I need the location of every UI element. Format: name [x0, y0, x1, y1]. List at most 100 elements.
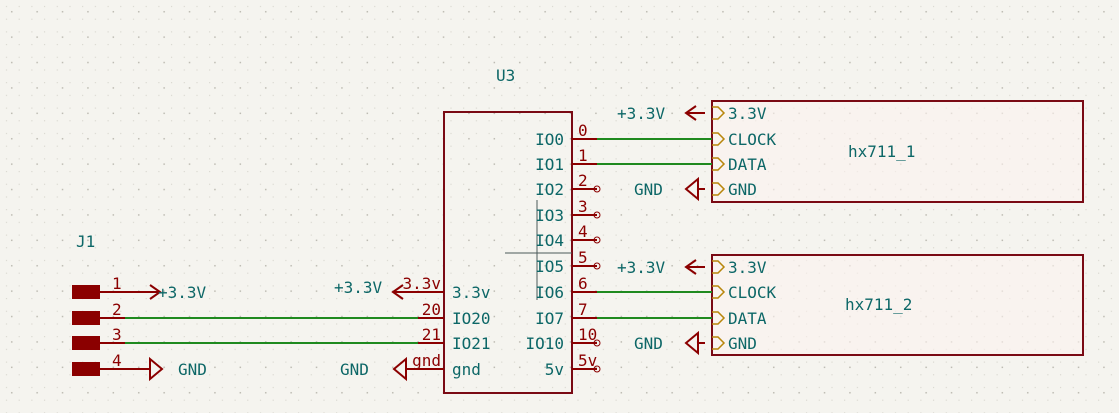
u3-pin-3.3v[interactable]: 3.3v 3.3v: [393, 274, 491, 302]
sheet-pin-icon: [712, 157, 726, 171]
sheet-hx711-1[interactable]: hx711_1: [711, 100, 1084, 203]
pin-name: 3.3v: [452, 283, 491, 302]
power-gnd-j1[interactable]: GND: [125, 356, 207, 382]
sheet-pin-label: 3.3V: [728, 104, 767, 123]
j1-pin-3[interactable]: 3: [72, 325, 125, 350]
pin-number: 21: [422, 325, 441, 344]
vcc-arrow-icon: [149, 284, 162, 300]
pin-name: IO20: [452, 309, 491, 328]
sheet-pin-label: CLOCK: [728, 130, 777, 149]
wires: [125, 138, 712, 344]
pin-number: 2: [578, 171, 588, 190]
sheet-hx711-2[interactable]: hx711_2: [711, 254, 1084, 356]
pin-name: IO3: [535, 206, 564, 225]
pin-pad[interactable]: [72, 336, 100, 350]
pin-number: 2: [112, 300, 122, 319]
u3-pin-io5[interactable]: 5 IO5: [535, 248, 601, 276]
sheet2-pin-3.3v[interactable]: 3.3V: [712, 258, 767, 277]
net-label: +3.3V: [617, 104, 666, 123]
sheet2-pin-gnd[interactable]: GND: [712, 334, 757, 353]
sheet1-pin-clock[interactable]: CLOCK: [712, 130, 777, 149]
power-gnd-u3[interactable]: GND: [340, 356, 407, 382]
gnd-icon: [392, 356, 407, 382]
pin-name: IO0: [535, 130, 564, 149]
gnd-icon: [149, 356, 164, 382]
pin-number: 20: [422, 300, 441, 319]
sheet-pin-icon: [712, 182, 726, 196]
pin-number: 0: [578, 121, 588, 140]
sheet-pins: 3.3V CLOCK DATA GND 3.3V CLOCK DATA GND: [712, 104, 777, 353]
vcc-arrow-icon: [391, 284, 404, 300]
sheet-pin-label: GND: [728, 334, 757, 353]
power-gnd-sheet2[interactable]: GND: [634, 330, 705, 356]
pin-name: IO7: [535, 309, 564, 328]
power-vcc-sheet1[interactable]: +3.3V: [617, 104, 705, 123]
symbol-j1[interactable]: J1: [76, 232, 95, 251]
sheet-pin-label: DATA: [728, 309, 767, 328]
pin-name: IO4: [535, 231, 564, 250]
j1-reference: J1: [76, 232, 95, 251]
net-label: GND: [634, 180, 663, 199]
gnd-icon: [684, 176, 699, 202]
net-label: +3.3V: [334, 278, 383, 297]
sheet-pin-label: 3.3V: [728, 258, 767, 277]
sheet2-pin-data[interactable]: DATA: [712, 309, 767, 328]
power-gnd-sheet1[interactable]: GND: [634, 176, 705, 202]
pin-number: 3.3v: [402, 274, 441, 293]
unconnected-pin-icon: [593, 262, 601, 270]
net-label: GND: [634, 334, 663, 353]
u3-pin-io20[interactable]: 20 IO20: [418, 300, 491, 328]
sheet-box[interactable]: [711, 254, 1084, 356]
pin-number: 3: [578, 197, 588, 216]
pin-pad[interactable]: [72, 362, 100, 376]
unconnected-pin-icon: [593, 236, 601, 244]
pin-pad[interactable]: [72, 311, 100, 325]
sheet1-pin-3.3v[interactable]: 3.3V: [712, 104, 767, 123]
sheet-pin-icon: [712, 311, 726, 325]
sheet1-pin-gnd[interactable]: GND: [712, 180, 757, 199]
net-label: GND: [340, 360, 369, 379]
symbol-u3[interactable]: U3: [443, 66, 573, 394]
power-vcc-sheet2[interactable]: +3.3V: [617, 258, 705, 277]
unconnected-pin-icon: [593, 339, 601, 347]
sheet-pin-icon: [712, 132, 726, 146]
power-vcc-u3[interactable]: +3.3V: [334, 278, 404, 300]
unconnected-pin-icon: [593, 185, 601, 193]
net-label: +3.3V: [158, 283, 207, 302]
vcc-arrow-icon: [684, 105, 697, 121]
pin-name: IO5: [535, 257, 564, 276]
net-label: +3.3V: [617, 258, 666, 277]
sheet-pin-icon: [712, 106, 726, 120]
gnd-icon: [684, 330, 699, 356]
u3-pin-io0[interactable]: 0 IO0: [535, 121, 597, 149]
pin-name: IO10: [525, 334, 564, 353]
u3-reference: U3: [496, 66, 515, 85]
vcc-arrow-icon: [684, 259, 697, 275]
pin-number: 5: [578, 248, 588, 267]
power-vcc-j1[interactable]: +3.3V: [149, 283, 207, 302]
sheet-name: hx711_2: [845, 295, 912, 314]
pin-pad[interactable]: [72, 285, 100, 299]
j1-pin-4[interactable]: 4: [72, 351, 125, 376]
j1-pin-2[interactable]: 2: [72, 300, 125, 325]
pin-name: 5v: [545, 360, 564, 379]
u3-pin-io3[interactable]: 3 IO3: [535, 197, 601, 225]
sheet-box[interactable]: [711, 100, 1084, 203]
j1-pin-1[interactable]: 1: [72, 274, 160, 299]
pin-number: 4: [112, 351, 122, 370]
pin-name: gnd: [452, 360, 481, 379]
sheet2-pin-clock[interactable]: CLOCK: [712, 283, 777, 302]
sheet1-pin-data[interactable]: DATA: [712, 155, 767, 174]
